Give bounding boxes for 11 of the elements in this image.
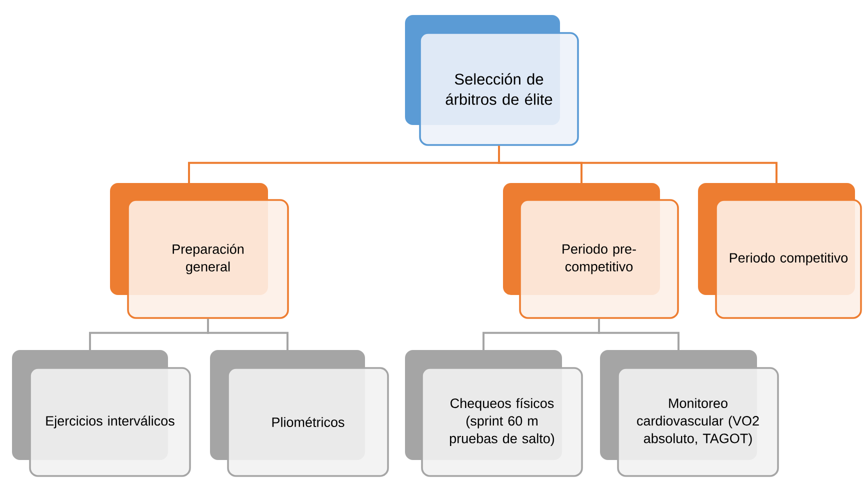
org-box: Periodo competitivo	[698, 183, 862, 319]
org-box: Ejercicios interválicos	[12, 350, 191, 477]
connector	[598, 318, 680, 350]
connector	[207, 318, 288, 350]
org-box: Monitoreo cardiovascular (VO2 absoluto, TAGOT)	[600, 350, 779, 477]
org-box: Chequeos físicos (sprint 60 m pruebas de salto)	[405, 350, 583, 477]
org-box: Periodo pre-competitivo	[503, 183, 679, 319]
org-box: Selección de árbitros de élite	[405, 15, 579, 146]
org-box: Pliométricos	[210, 350, 389, 477]
org-box: Preparación general	[110, 183, 289, 319]
connector	[498, 146, 778, 183]
